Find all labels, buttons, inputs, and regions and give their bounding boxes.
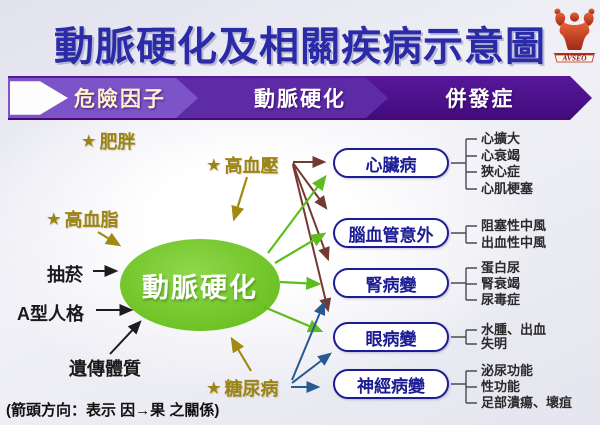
risk-factor-type-a-personality: A型人格 xyxy=(17,304,84,324)
disease-box-cerebrovascular: 腦血管意外 xyxy=(333,218,449,248)
diabetes-effect-arrows xyxy=(291,300,332,393)
star-icon: ★ xyxy=(207,156,221,174)
star-icon: ★ xyxy=(207,379,221,397)
risk-factor-heredity: 遺傳體質 xyxy=(69,359,141,379)
complication-brackets xyxy=(451,138,477,404)
arteriosclerosis-effect-arrows xyxy=(263,174,327,333)
risk-factor-hypertension: ★ 高血壓 xyxy=(207,156,279,176)
complication-item: 蛋白尿 xyxy=(481,260,521,275)
risk-factor-hyperlipidemia: ★ 高血脂 xyxy=(47,210,119,230)
disease-box-nephropathy: 腎病變 xyxy=(333,268,449,298)
footnote-arrow-direction: (箭頭方向：表示 因→果 之關係) xyxy=(6,402,220,419)
complication-item: 水腫、出血 xyxy=(481,322,547,337)
complication-item: 失明 xyxy=(481,336,508,351)
center-node-arteriosclerosis: 動脈硬化 xyxy=(120,239,280,331)
stage-label-complications: 併發症 xyxy=(445,88,515,111)
complication-item: 尿毒症 xyxy=(481,292,521,307)
star-icon: ★ xyxy=(82,132,96,150)
process-banner: 危險因子 動脈硬化 併發症 xyxy=(8,76,592,120)
complication-item: 心擴大 xyxy=(481,131,521,146)
disease-box-eye: 眼病變 xyxy=(333,322,449,352)
complication-item: 性功能 xyxy=(481,379,521,394)
stage-label-risk-factors: 危險因子 xyxy=(74,88,166,111)
complication-item: 足部潰瘍、壞疽 xyxy=(481,395,573,410)
star-icon: ★ xyxy=(47,210,61,228)
risk-factor-diabetes: ★ 糖尿病 xyxy=(207,379,279,399)
disease-box-heart: 心臟病 xyxy=(333,148,449,178)
avseo-logo: AVSEO xyxy=(551,4,598,66)
complication-item: 腎衰竭 xyxy=(481,276,521,291)
bodybuilder-icon: AVSEO xyxy=(553,8,596,63)
logo-text: AVSEO xyxy=(561,54,587,63)
risk-factor-smoking: 抽菸 xyxy=(47,265,83,285)
hypertension-effect-arrows xyxy=(292,156,332,313)
complication-item: 狹心症 xyxy=(481,164,521,179)
complication-item: 泌尿功能 xyxy=(481,363,534,378)
complication-item: 心肌梗塞 xyxy=(481,181,534,196)
complication-item: 出血性中風 xyxy=(481,235,547,250)
stage-label-arteriosclerosis: 動脈硬化 xyxy=(254,88,346,111)
page-title: 動脈硬化及相關疾病示意圖 xyxy=(54,25,546,69)
risk-factor-obesity: ★ 肥胖 xyxy=(82,132,136,152)
disease-box-neuropathy: 神經病變 xyxy=(333,369,449,399)
complication-item: 阻塞性中風 xyxy=(481,218,547,233)
complication-item: 心衰竭 xyxy=(481,148,521,163)
